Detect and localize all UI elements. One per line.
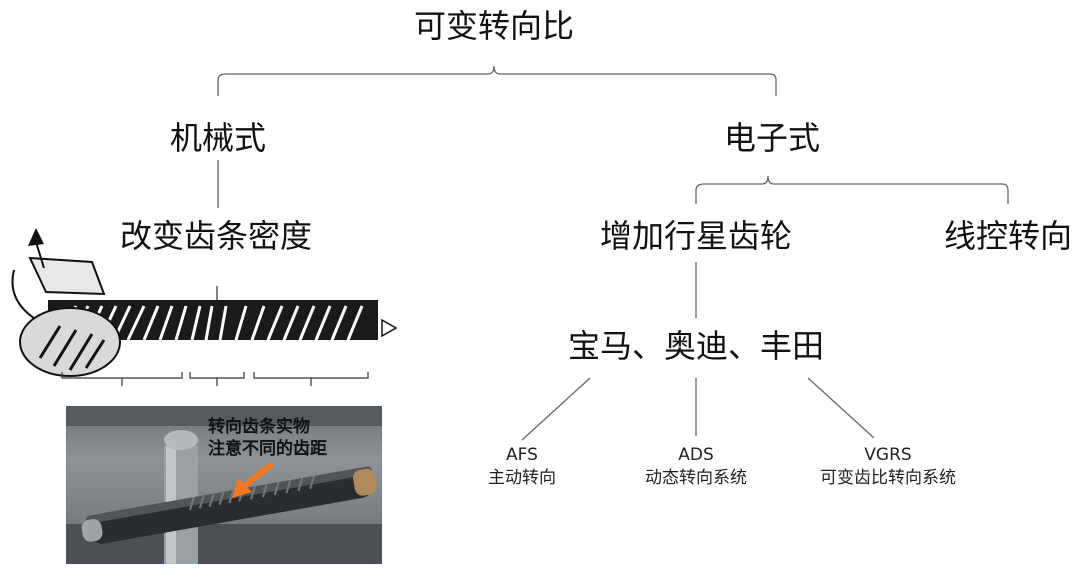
photo-annotation-line2: 注意不同的齿距: [208, 439, 327, 459]
photo-annotation-line1: 转向齿条实物: [208, 417, 310, 437]
rack-density-node: 改变齿条密度: [119, 217, 313, 255]
photo-annotation: 转向齿条实物 注意不同的齿距: [208, 416, 327, 460]
makers-node: 宝马、奥迪、丰田: [567, 327, 825, 365]
steer-by-wire-node: 线控转向: [943, 217, 1073, 255]
system-ads-abbr: ADS: [678, 445, 714, 465]
system-afs-abbr: AFS: [506, 445, 538, 465]
electronic-node: 电子式: [723, 119, 821, 157]
root-bracket: [217, 65, 777, 96]
system-vgrs: VGRS 可变齿比转向系统: [820, 444, 956, 490]
mechanical-node: 机械式: [169, 119, 267, 157]
system-afs: AFS 主动转向: [488, 444, 556, 490]
rack-illustration: [11, 228, 398, 386]
system-ads-name: 动态转向系统: [645, 468, 747, 488]
rack-photo: [66, 406, 382, 564]
planetary-gear-node: 增加行星齿轮: [599, 217, 793, 255]
system-vgrs-name: 可变齿比转向系统: [820, 468, 956, 488]
electronic-bracket: [695, 175, 1009, 204]
system-vgrs-abbr: VGRS: [864, 445, 912, 465]
root-node: 可变转向比: [413, 7, 575, 45]
rack-photo-drawing: [66, 406, 382, 564]
system-afs-name: 主动转向: [488, 468, 556, 488]
makers-to-afs-line: [521, 377, 591, 441]
system-ads: ADS 动态转向系统: [645, 444, 747, 490]
makers-to-vgrs-line: [807, 377, 875, 439]
